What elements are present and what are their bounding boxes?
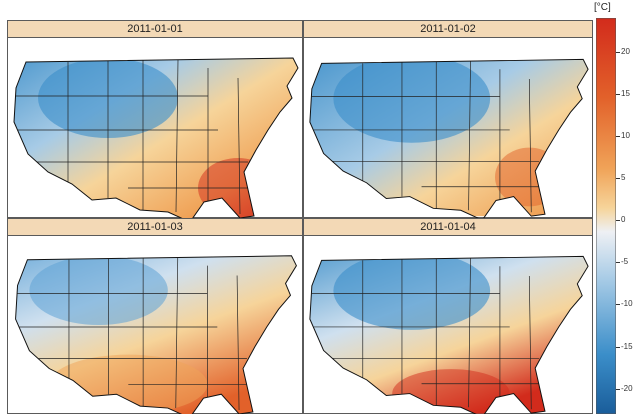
map-panel-2: 2011-01-02 (303, 20, 593, 218)
panel-date-label: 2011-01-01 (8, 21, 302, 38)
map-panel-3: 2011-01-03 (7, 218, 303, 414)
colorbar-unit-label: [°C] (594, 2, 611, 13)
panel-date-label: 2011-01-02 (304, 21, 592, 38)
colorbar-tick-label: -5 (621, 257, 629, 266)
colorbar-tick-mark (616, 220, 620, 221)
colorbar-tick-label: -10 (621, 299, 633, 308)
temperature-map (309, 58, 589, 218)
temperature-map (13, 57, 299, 218)
colorbar-tick-label: -20 (621, 384, 633, 393)
colorbar-tick-mark (616, 178, 620, 179)
colorbar-tick-mark (616, 52, 620, 53)
panel-date-label: 2011-01-03 (8, 219, 302, 236)
colorbar-tick-label: 0 (621, 215, 626, 224)
colorbar-tick-label: 20 (621, 47, 630, 56)
colorbar-tick-mark (616, 347, 620, 348)
colorbar-tick-mark (616, 389, 620, 390)
colorbar-tick-label: -15 (621, 342, 633, 351)
colorbar-tick-mark (616, 94, 620, 95)
map-panel-4: 2011-01-04 (303, 218, 593, 414)
temperature-map (15, 255, 297, 414)
colorbar-tick-mark (616, 304, 620, 305)
colorbar-tick-label: 15 (621, 89, 630, 98)
panel-date-label: 2011-01-04 (304, 219, 592, 236)
colorbar (596, 18, 616, 414)
temperature-map (309, 255, 589, 414)
colorbar-tick-label: 10 (621, 131, 630, 140)
colorbar-tick-label: 5 (621, 173, 626, 182)
colorbar-tick-mark (616, 262, 620, 263)
colorbar-tick-mark (616, 136, 620, 137)
map-panel-1: 2011-01-01 (7, 20, 303, 218)
